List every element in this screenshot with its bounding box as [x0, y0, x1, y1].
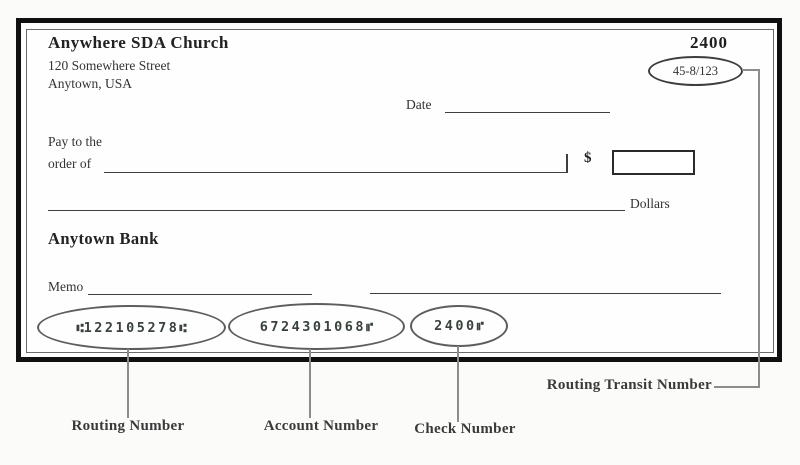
routing-transit-ellipse: 45-8/123 [648, 56, 743, 86]
pay-to-line2: order of [48, 156, 92, 171]
dollar-sign: $ [584, 150, 592, 166]
micr-check-number: 2400⑈ [434, 318, 484, 334]
bank-name: Anytown Bank [48, 229, 159, 248]
signature-line [370, 293, 721, 294]
routing-connector-line [127, 349, 129, 418]
account-number-digits: 6724301068 [259, 318, 367, 335]
dollars-label: Dollars [630, 196, 670, 211]
amount-words-line [48, 210, 625, 211]
payer-name: Anywhere SDA Church [48, 33, 229, 52]
transit-connector-bottom [714, 386, 760, 388]
routing-number-ellipse: ⑆122105278⑆ [37, 305, 226, 350]
micr-routing-number: ⑆122105278⑆ [76, 320, 186, 336]
pay-to-line1: Pay to the [48, 134, 102, 149]
routing-transit-fraction: 45-8/123 [672, 63, 719, 78]
micr-account-number: 6724301068⑈ [260, 319, 373, 335]
micr-transit-symbol: ⑆ [179, 320, 187, 335]
date-line [445, 112, 610, 113]
account-number-label: Account Number [263, 418, 379, 434]
micr-onus-symbol: ⑈ [476, 319, 484, 333]
check-number-digits: 2400 [434, 318, 477, 334]
check-number-ellipse: 2400⑈ [410, 305, 508, 347]
transit-connector-vertical [758, 69, 760, 388]
check-connector-line [457, 346, 459, 422]
account-number-ellipse: 6724301068⑈ [228, 303, 405, 350]
memo-label: Memo [48, 279, 84, 294]
payee-line [104, 172, 567, 173]
transit-connector-top [742, 69, 760, 71]
routing-transit-number-label: Routing Transit Number [546, 377, 712, 393]
check-number-label: Check Number [414, 421, 516, 437]
payer-address-line1: 120 Somewhere Street [48, 58, 171, 73]
memo-line [88, 294, 312, 295]
routing-number-label: Routing Number [71, 418, 185, 434]
check-inner-border [26, 29, 774, 353]
micr-transit-symbol: ⑆ [76, 320, 84, 335]
micr-onus-symbol: ⑈ [366, 319, 374, 334]
check-number-top: 2400 [690, 33, 728, 52]
payer-address-line2: Anytown, USA [48, 76, 133, 91]
routing-number-digits: 122105278 [83, 319, 180, 336]
account-connector-line [309, 349, 311, 418]
payee-line-end-tick [566, 154, 568, 173]
amount-box [612, 150, 695, 175]
date-label: Date [406, 97, 432, 112]
